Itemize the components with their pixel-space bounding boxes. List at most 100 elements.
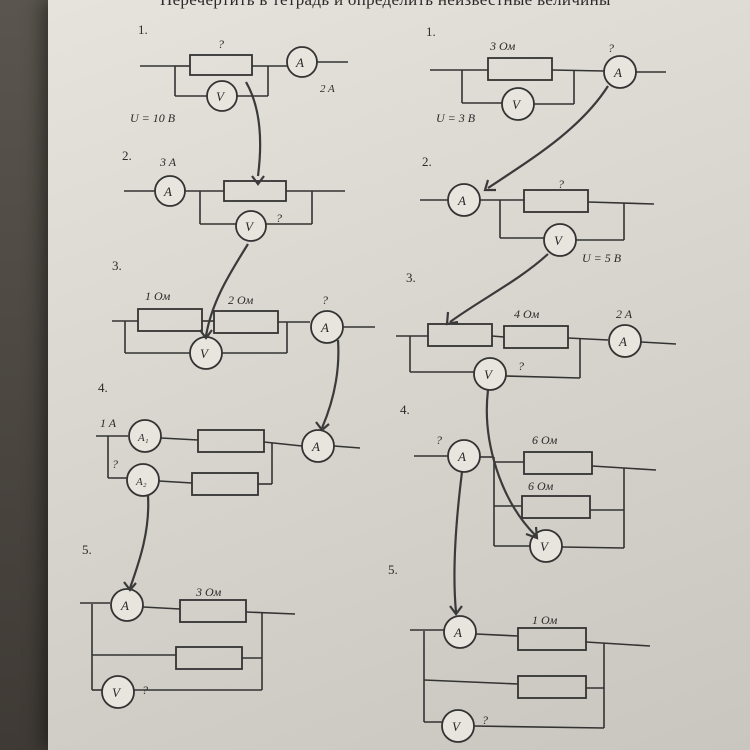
left1-r-unknown: ? (218, 37, 224, 51)
right2-voltage: U = 5 B (582, 251, 622, 265)
right2-resistor (523, 189, 589, 213)
arrow-left-3-to-4 (320, 339, 340, 429)
arrow-right-2-to-3-head (445, 311, 459, 326)
left5-resistor-2 (175, 646, 243, 670)
left5-v-unknown: ? (142, 683, 148, 697)
left1-voltage: U = 10 B (130, 111, 176, 125)
left4-ammeter-1 (128, 419, 162, 453)
right-num-5: 5. (388, 562, 398, 577)
arrow-left-2-to-3-head (199, 329, 213, 340)
left1-v-sym: V (216, 89, 226, 104)
right-circuit-4: 4. ? 6 Ом 6 Ом A V (400, 402, 657, 563)
right5-a-sym: A (453, 625, 462, 640)
right5-resistor-2 (517, 675, 587, 699)
arrow-right-4-to-5 (453, 471, 464, 613)
right1-v-sym: V (512, 97, 522, 112)
left2-resistor (223, 180, 287, 202)
arrow-right-1-to-2-head (483, 179, 496, 192)
right-circuit-3: 3. 4 Ом 2 A A V ? (396, 270, 677, 391)
left1-voltmeter (206, 80, 238, 112)
right-circuit-2: 2. ? A V U = 5 B (420, 154, 655, 265)
arrow-left-4-to-5 (128, 495, 150, 589)
left-num-4: 4. (98, 380, 108, 395)
left2-voltmeter (235, 210, 267, 242)
left3-r1: 1 Ом (145, 289, 171, 303)
left5-a-sym: A (120, 598, 129, 613)
left-circuit-1: 1. V A ? 2 A U = 10 B (130, 22, 348, 125)
right-num-1: 1. (426, 24, 436, 39)
left3-r2: 2 Ом (228, 293, 254, 307)
left5-ammeter (110, 588, 144, 622)
left3-v-sym: V (200, 346, 210, 361)
right-num-2: 2. (422, 154, 432, 169)
left5-r: 3 Ом (195, 585, 222, 599)
arrow-right-4-to-5-head (449, 605, 463, 616)
right3-resistor-2 (503, 325, 569, 349)
right4-resistor-1 (523, 451, 593, 475)
left4-ammeter-2 (126, 463, 160, 497)
left-num-2: 2. (122, 148, 132, 163)
sequence-arrows (123, 81, 609, 616)
left4-i1: 1 A (100, 416, 117, 430)
left5-v-sym: V (112, 685, 122, 700)
left2-current: 3 A (159, 155, 177, 169)
right4-ammeter (447, 439, 481, 473)
right3-ammeter (608, 324, 642, 358)
left3-a-unknown: ? (322, 293, 328, 307)
right3-v-unknown: ? (518, 359, 524, 373)
left4-a-sym: A (311, 439, 320, 454)
left4-i2: ? (112, 457, 118, 471)
right1-resistor (487, 57, 553, 81)
right4-resistor-2 (521, 495, 591, 519)
right3-voltmeter (473, 357, 507, 391)
left-circuit-4: 4. 1 A ? A₁ A A₂ (96, 380, 361, 497)
left4-a1-sym: A₁ (137, 432, 149, 444)
right-num-4: 4. (400, 402, 410, 417)
right5-resistor-1 (517, 627, 587, 651)
right3-r: 4 Ом (514, 307, 540, 321)
right5-v-unknown: ? (482, 713, 488, 727)
right5-ammeter (443, 615, 477, 649)
left1-resistor (189, 54, 253, 76)
left5-voltmeter (101, 675, 135, 709)
right1-a-sym: A (613, 65, 622, 80)
arrow-left-1-to-2-head (251, 175, 265, 186)
right4-v-sym: V (540, 539, 550, 554)
left-circuit-3: 3. 1 Ом 2 Ом A ? V (112, 258, 375, 370)
left1-current: 2 A (320, 83, 335, 95)
right1-r: 3 Ом (489, 39, 516, 53)
right4-a-sym: A (457, 449, 466, 464)
right2-v-sym: V (554, 233, 564, 248)
right4-r2: 6 Ом (528, 479, 554, 493)
arrow-right-3-to-4-head (525, 526, 539, 540)
left3-resistor-1 (137, 308, 203, 332)
arrow-left-4-to-5-head (123, 581, 137, 592)
right5-r: 1 Ом (532, 613, 558, 627)
left-circuit-5: 5. 3 Ом A V ? (80, 542, 296, 709)
left1-a-sym: A (295, 55, 304, 70)
arrow-left-3-to-4-head (315, 421, 330, 432)
right5-v-sym: V (452, 719, 462, 734)
right-circuit-1: 1. 3 Ом ? A V U = 3 B (426, 24, 666, 125)
left-num-5: 5. (82, 542, 92, 557)
arrow-left-2-to-3 (204, 243, 249, 337)
left4-a2-sym: A₂ (135, 476, 147, 488)
arrow-left-1-to-2 (245, 81, 262, 177)
right3-resistor-1 (427, 323, 493, 347)
arrow-right-3-to-4 (485, 389, 537, 537)
right3-a-sym: A (618, 334, 627, 349)
left5-resistor-1 (179, 599, 247, 623)
left-num-3: 3. (112, 258, 122, 273)
right2-a-sym: A (457, 193, 466, 208)
right4-a-unknown: ? (436, 433, 442, 447)
arrow-right-1-to-2 (487, 85, 609, 189)
right-circuit-5: 5. 1 Ом A V ? (388, 562, 651, 743)
left2-v-unknown: ? (276, 211, 282, 225)
right1-a-unknown: ? (608, 41, 614, 55)
left3-resistor-2 (213, 310, 279, 334)
worksheet-paper (48, 0, 750, 750)
right4-r1: 6 Ом (532, 433, 558, 447)
worksheet-header: Перечертить в тетрадь и определить неизв… (160, 0, 750, 10)
right1-voltage: U = 3 B (436, 111, 476, 125)
